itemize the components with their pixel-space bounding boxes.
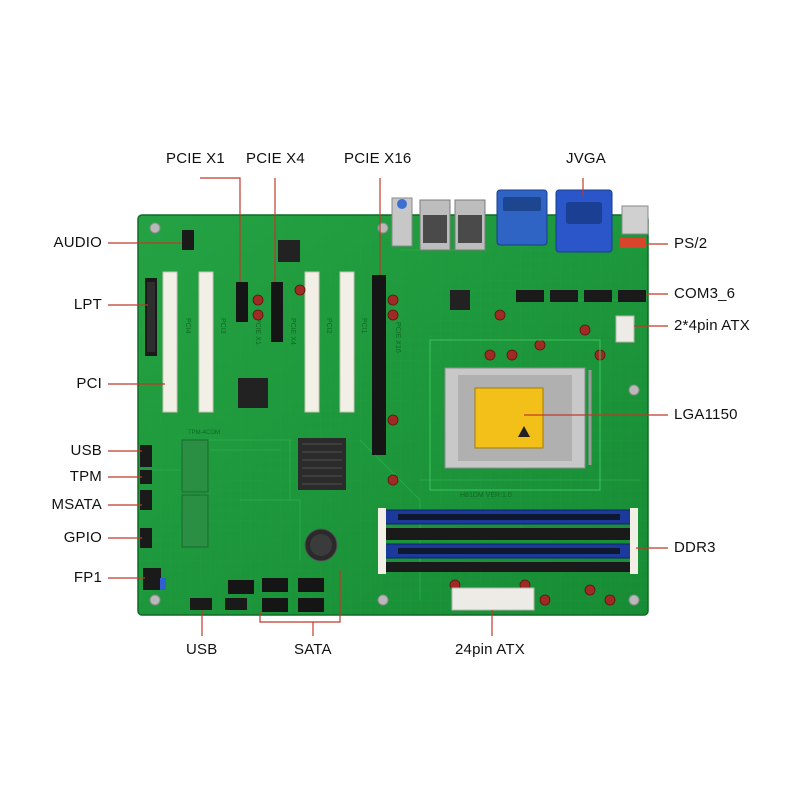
label-lga1150: LGA1150 [674,406,738,423]
slot-label-pcie-x16: PCIE X16 [394,322,401,353]
fp1-header [143,568,161,590]
label-sata: SATA [294,641,332,658]
pci1-slot [339,271,355,413]
ps2-port [621,205,649,235]
cpu-socket: H81DM VER:1.0 [429,339,601,499]
com-header [618,290,646,302]
sata-port [262,578,288,592]
label-atx-24: 24pin ATX [455,641,525,658]
slot-label-pci1: PCI1 [360,318,367,334]
sata-port [228,580,254,594]
atx-24-connector [451,587,535,611]
pcie-x16-slot [372,275,386,455]
slot-label-pci4: PCI4 [184,318,191,334]
pci2-slot [304,271,320,413]
tpm-silkscreen: TPM-4COM [188,430,220,436]
label-tpm: TPM [69,468,102,485]
com-header [550,290,578,302]
label-ddr3: DDR3 [674,539,716,556]
msata-socket-bottom [181,494,209,548]
usb-header [140,445,152,467]
label-com3-6: COM3_6 [674,285,736,302]
com-header [516,290,544,302]
slot-label-pcie-x1: PCIE X1 [254,318,261,345]
io-chip [238,378,268,408]
label-pci: PCI [76,375,102,392]
pci4-slot [162,271,178,413]
label-usb-bottom: USB [186,641,218,658]
label-usb: USB [70,442,102,459]
com-header [584,290,612,302]
gpio-header [140,528,152,548]
leader-lines [108,177,668,636]
usb-header-bottom [225,598,247,610]
rear-io [391,189,649,253]
label-audio: AUDIO [53,234,102,251]
label-pcie-x1: PCIE X1 [166,150,225,167]
label-atx-2x4: 2*4pin ATX [674,317,750,334]
super-io-chip [450,290,470,310]
slot-label-pci2: PCI2 [325,318,332,334]
sata-port [262,598,288,612]
slot-label-pcie-x4: PCIE X4 [289,318,296,345]
expansion-slots: PCI4 PCI3 PCIE X1 PCIE X4 PCI2 PCI1 PCIE… [162,271,401,455]
audio-jack [391,197,413,247]
slot-label-pci3: PCI3 [219,318,226,334]
audio-chip [278,240,300,262]
model-silkscreen: H81DM VER:1.0 [460,492,512,499]
label-fp1: FP1 [73,569,102,586]
sata-port [298,598,324,612]
label-jvga: JVGA [566,150,606,167]
cpu-cover [474,387,544,449]
msata-socket-top [181,439,209,493]
label-ps2: PS/2 [674,235,708,252]
label-gpio: GPIO [63,529,102,546]
tpm-header [140,470,152,484]
pch-heatsink [298,438,346,490]
pcie-x1-slot [236,282,248,322]
sata-port [298,578,324,592]
usb-header-bottom [190,598,212,610]
label-pcie-x4: PCIE X4 [246,150,305,167]
atx-2x4-connector [615,315,635,343]
pci3-slot [198,271,214,413]
label-msata: MSATA [51,496,102,513]
label-pcie-x16: PCIE X16 [344,150,412,167]
pcie-x4-slot [271,282,283,342]
msata-header [140,490,152,510]
components: TPM-4COM [181,240,646,612]
label-lpt: LPT [73,296,102,313]
audio-header [182,230,194,250]
ddr3-slots [378,508,638,574]
left-headers [140,230,194,590]
